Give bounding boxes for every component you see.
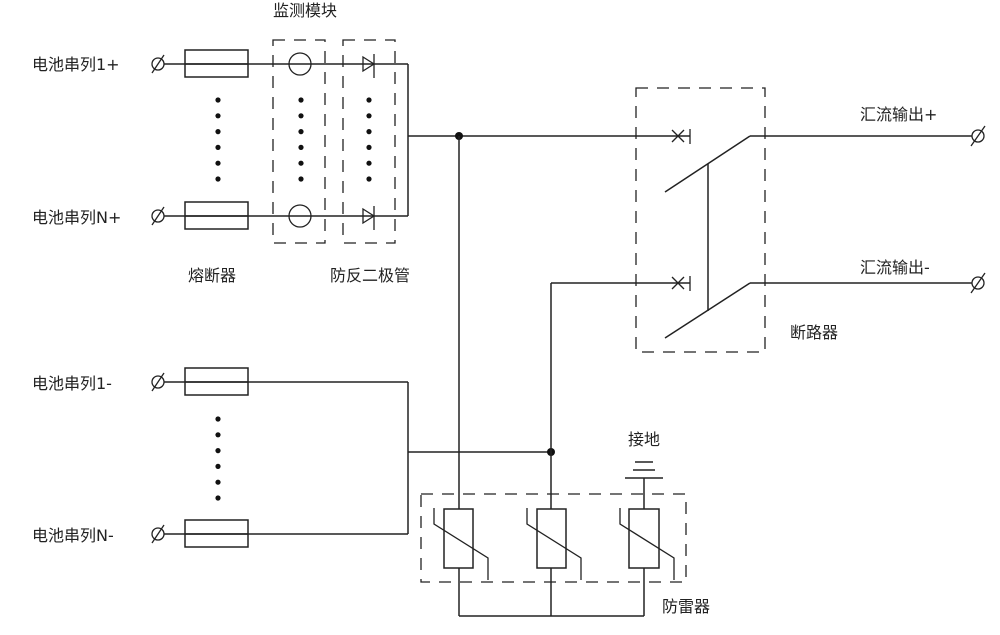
diode-box	[342, 39, 396, 244]
surge-protector-box	[420, 493, 687, 583]
ground-label: 接地	[628, 430, 660, 449]
output-label-minus: 汇流输出-	[860, 258, 930, 277]
ellipsis-dot	[298, 160, 304, 166]
breaker-label: 断路器	[790, 323, 838, 342]
ellipsis-dot	[366, 160, 372, 166]
ellipsis-dot	[298, 97, 304, 103]
output-terminal-icon-plus	[970, 125, 986, 147]
ellipsis-dot	[215, 160, 221, 166]
ellipsis-dot	[215, 448, 221, 454]
ellipsis-dot	[215, 495, 221, 501]
breaker-contact-icon-plus	[671, 129, 691, 144]
ellipsis-dot	[215, 432, 221, 438]
surge-protector-label: 防雷器	[662, 597, 710, 616]
ellipsis-dot	[366, 144, 372, 150]
monitor-sensor-icon-n	[288, 204, 312, 228]
fuse-label: 熔断器	[188, 266, 236, 285]
diode-icon-n	[362, 206, 376, 230]
ellipsis-dot	[215, 176, 221, 182]
terminal-icon-1-plus	[151, 54, 165, 74]
ellipsis-fuse-plus	[215, 97, 221, 182]
ellipsis-dot	[298, 176, 304, 182]
ellipsis-dot	[366, 97, 372, 103]
ellipsis-fuse-minus	[215, 416, 221, 501]
breaker-box	[635, 87, 766, 353]
input-label-n-plus: 电池串列N+	[32, 208, 121, 227]
ellipsis-dot	[298, 113, 304, 119]
varistor-icon-2	[526, 508, 582, 580]
ellipsis-dot	[215, 129, 221, 135]
diode-label: 防反二极管	[330, 266, 410, 285]
varistor-icon-3	[619, 508, 675, 580]
output-terminal-icon-minus	[970, 272, 986, 294]
ellipsis-dot	[215, 416, 221, 422]
monitor-module-box	[272, 39, 326, 244]
ellipsis-dot	[215, 479, 221, 485]
breaker-contact-icon-minus	[671, 276, 691, 291]
input-label-1-plus: 电池串列1+	[32, 55, 120, 74]
ellipsis-diode	[366, 97, 372, 182]
ellipsis-dot	[215, 144, 221, 150]
ellipsis-dot	[366, 176, 372, 182]
terminal-icon-n-plus	[151, 206, 165, 226]
varistor-icon-1	[433, 508, 489, 580]
input-label-n-minus: 电池串列N-	[32, 526, 114, 545]
output-label-plus: 汇流输出+	[860, 105, 937, 124]
ellipsis-dot	[215, 463, 221, 469]
monitor-sensor-icon-1	[288, 52, 312, 76]
ellipsis-dot	[298, 144, 304, 150]
diode-icon-1	[362, 54, 376, 78]
input-label-1-minus: 电池串列1-	[32, 374, 112, 393]
ellipsis-dot	[215, 97, 221, 103]
ellipsis-dot	[298, 129, 304, 135]
terminal-icon-1-minus	[151, 372, 165, 392]
ellipsis-dot	[366, 129, 372, 135]
ellipsis-dot	[366, 113, 372, 119]
ellipsis-monitor	[298, 97, 304, 182]
ellipsis-dot	[215, 113, 221, 119]
terminal-icon-n-minus	[151, 524, 165, 544]
monitor-module-title: 监测模块	[273, 1, 337, 20]
ground-icon	[625, 461, 663, 479]
